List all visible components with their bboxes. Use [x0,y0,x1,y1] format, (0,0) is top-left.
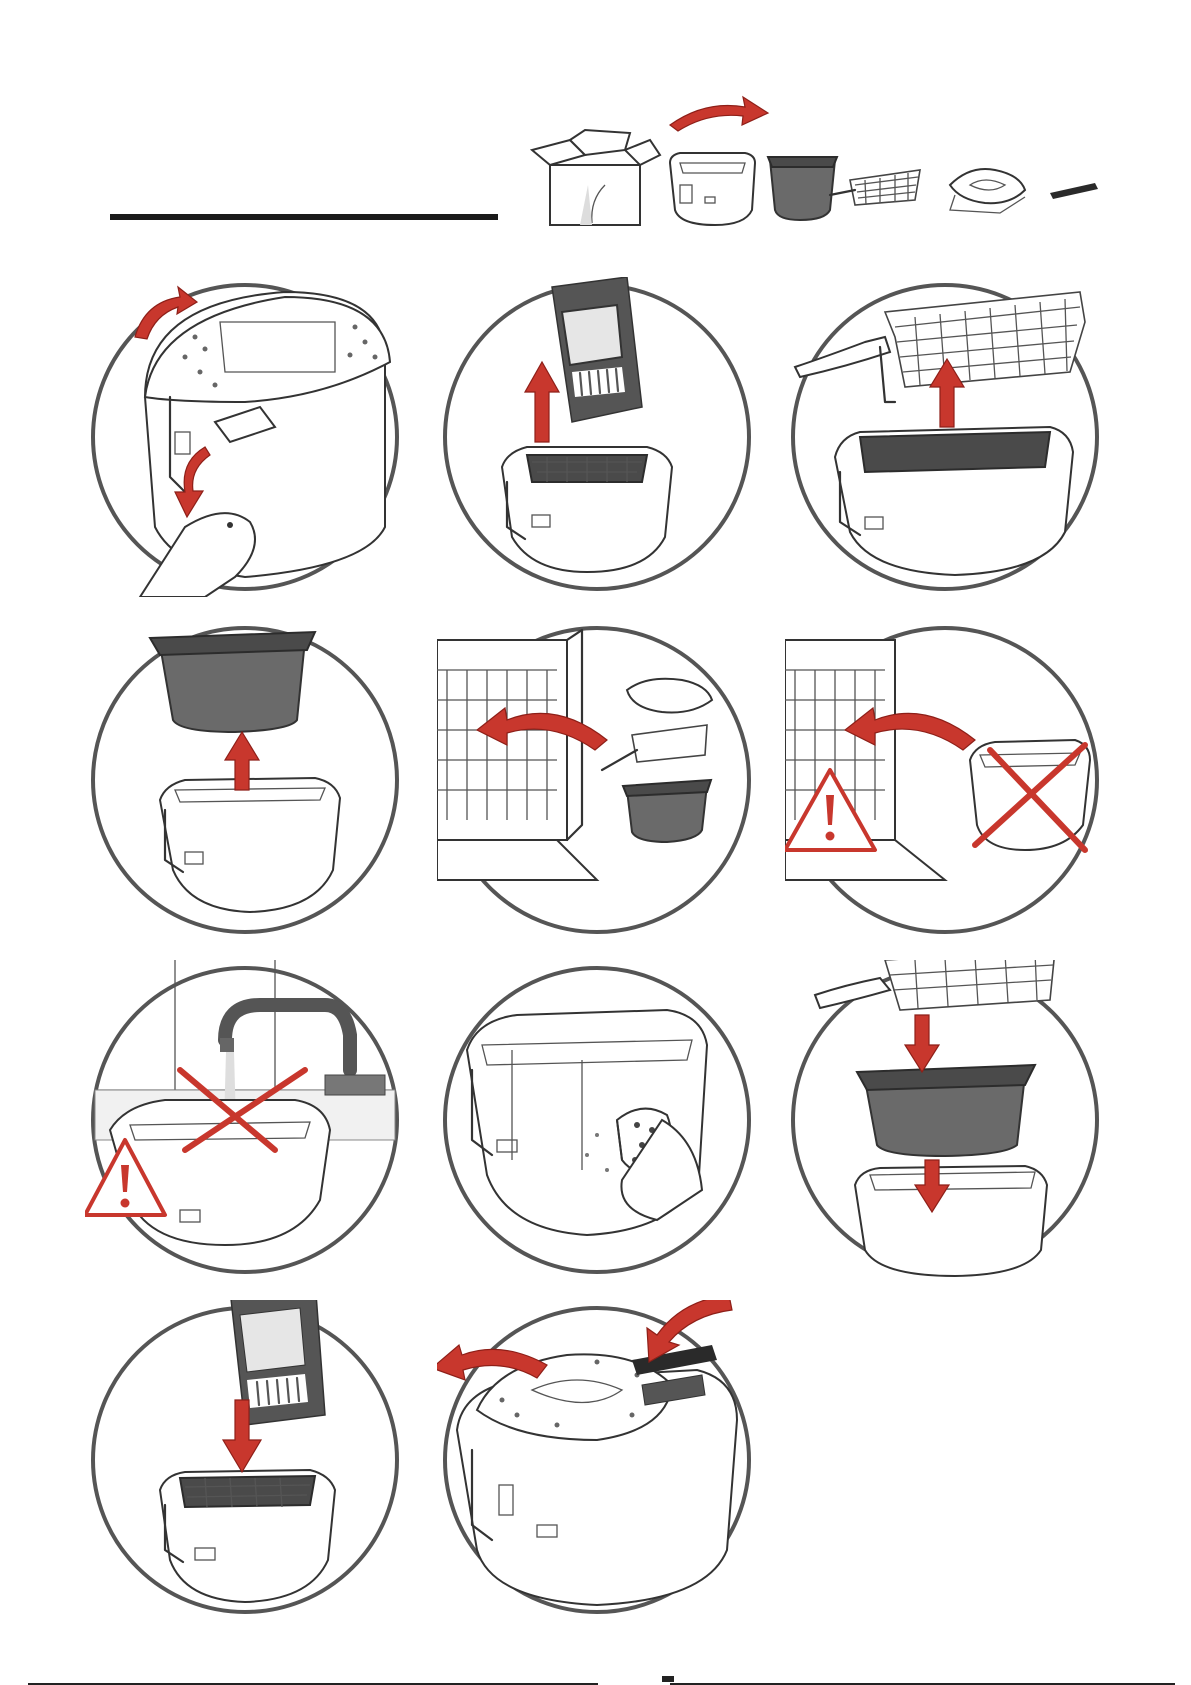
oil-bowl-raised [150,632,315,732]
oil-bowl-icon [768,157,837,220]
step-dishwasher-parts [437,620,757,940]
section-heading-rule [110,214,498,220]
box-icon [532,130,660,225]
step-lift-lid [437,277,757,597]
oil-bowl-mid [857,1065,1035,1156]
filter-icon [1050,183,1098,199]
unpack-arrow-icon [670,97,768,131]
frying-basket-icon [830,170,920,205]
step-open-lid [85,277,405,597]
page-marker [662,1676,674,1682]
step-replace-filter [437,1300,757,1620]
lid-icon [950,169,1025,213]
fryer-body-icon [670,153,755,225]
step-insert-basket-close [85,1300,405,1620]
step-no-dishwasher-body [785,620,1105,940]
step-remove-bowl [85,620,405,940]
step-reassemble [785,960,1105,1280]
step-wipe-body [437,960,757,1280]
step-no-water-body [85,960,405,1280]
step-remove-basket [785,277,1105,597]
contents-row [530,85,1100,245]
